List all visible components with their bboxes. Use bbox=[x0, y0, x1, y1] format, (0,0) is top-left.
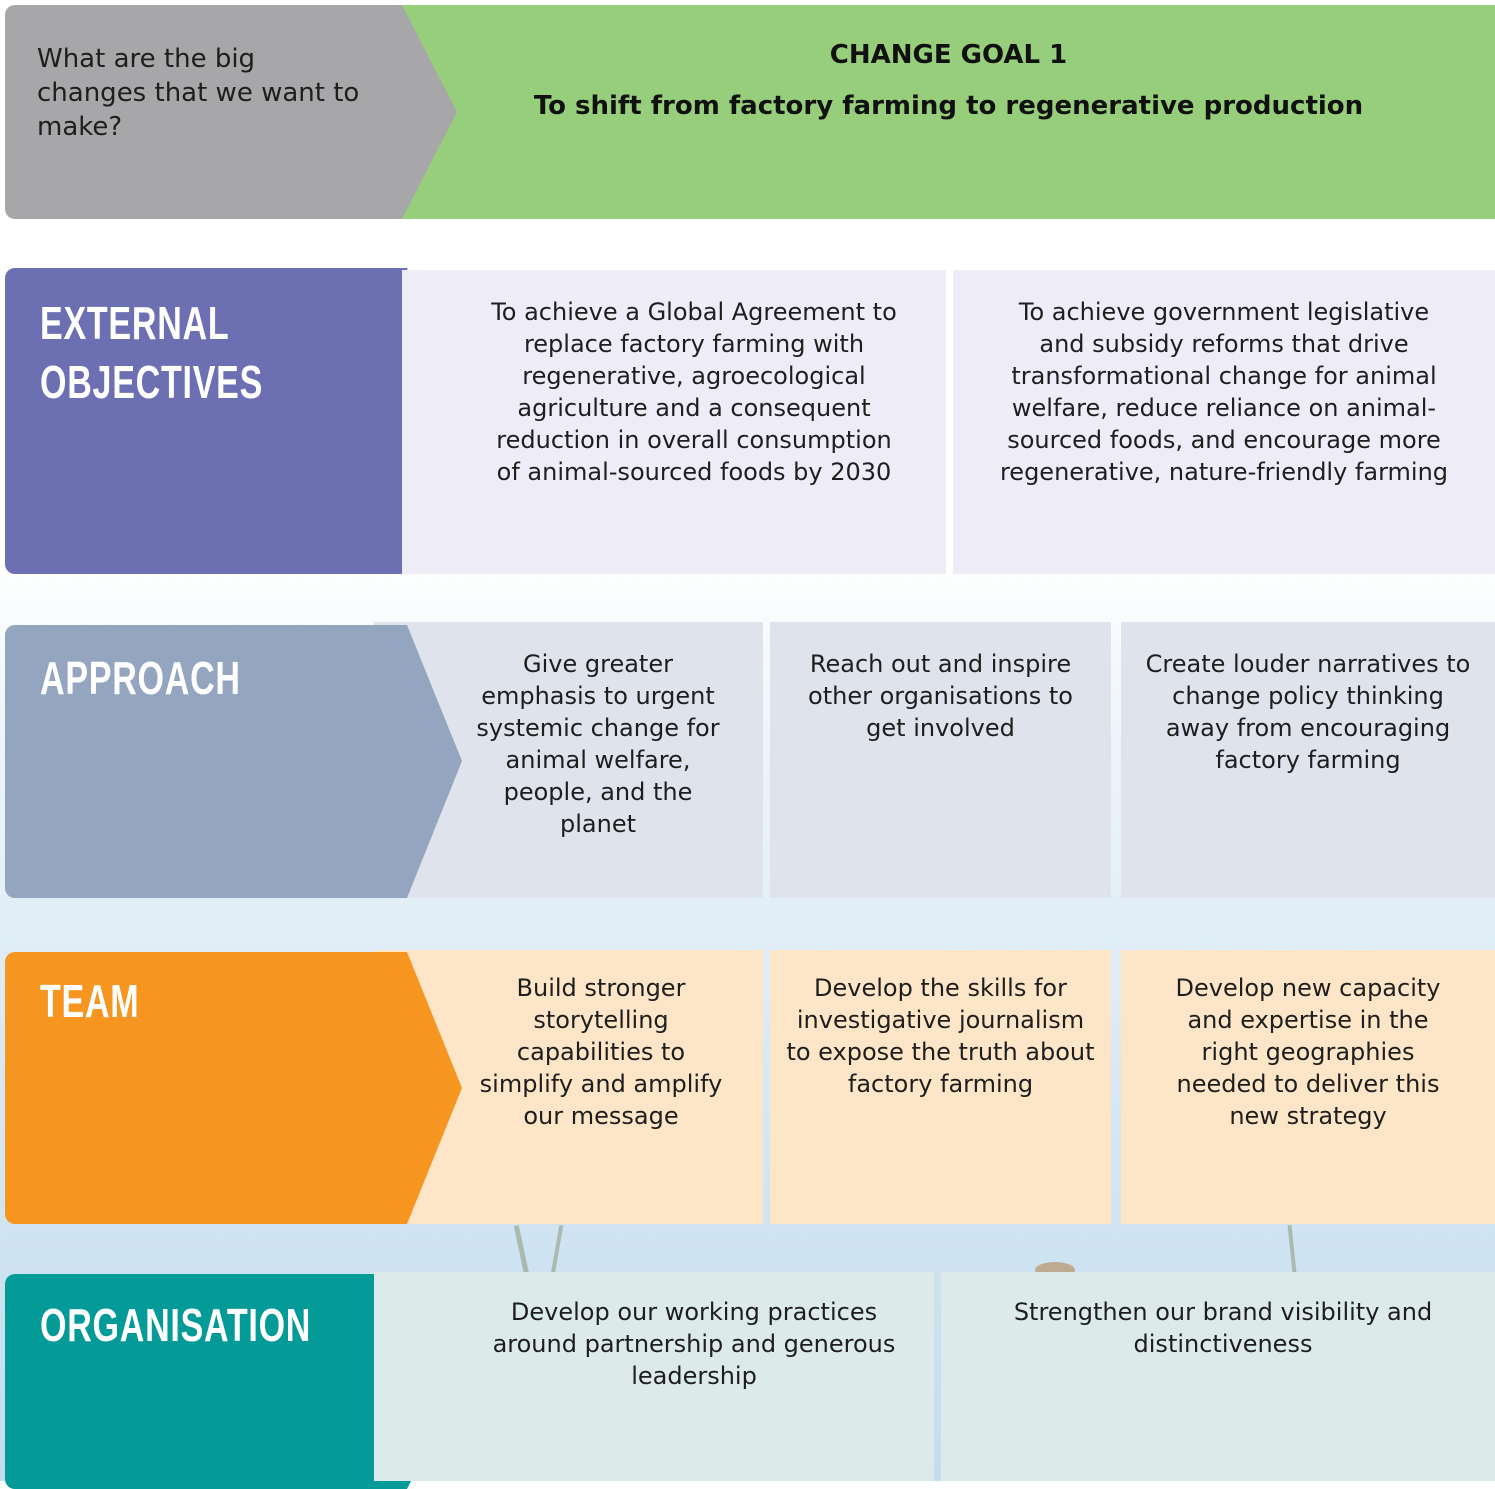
team-card: Develop new capacity and expertise in th… bbox=[1121, 950, 1495, 1224]
external-objectives-label-line1: EXTERNAL bbox=[40, 297, 230, 349]
team-text: Develop the skills for investigative jou… bbox=[786, 974, 1095, 1098]
background-stem bbox=[1287, 1224, 1297, 1274]
objective-card: To achieve government legislative and su… bbox=[953, 270, 1495, 574]
big-changes-question: What are the big changes that we want to… bbox=[37, 44, 360, 142]
change-goal-text: To shift from factory farming to regener… bbox=[533, 91, 1364, 121]
team-card: Develop the skills for investigative jou… bbox=[770, 950, 1111, 1224]
approach-arrow: APPROACH bbox=[5, 625, 462, 898]
approach-card: Create louder narratives to change polic… bbox=[1121, 622, 1495, 898]
question-arrow bbox=[5, 5, 462, 219]
organisation-label: ORGANISATION bbox=[40, 1299, 312, 1351]
organisation-text: Strengthen our brand visibility and dist… bbox=[1013, 1298, 1433, 1358]
team-label: TEAM bbox=[40, 975, 140, 1027]
team-arrow: TEAM bbox=[5, 952, 462, 1224]
external-objectives-arrow: EXTERNAL OBJECTIVES bbox=[5, 268, 462, 574]
approach-text: Create louder narratives to change polic… bbox=[1145, 650, 1471, 774]
team-card: Build stronger storytelling capabilities… bbox=[472, 950, 730, 1224]
organisation-text: Develop our working practices around par… bbox=[492, 1298, 896, 1390]
approach-card: Reach out and inspire other organisation… bbox=[770, 622, 1111, 898]
approach-text: Give greater emphasis to urgent systemic… bbox=[476, 650, 720, 838]
organisation-card: Develop our working practices around par… bbox=[374, 1272, 934, 1481]
objective-text: To achieve government legislative and su… bbox=[999, 298, 1449, 486]
approach-label: APPROACH bbox=[40, 652, 241, 704]
change-goal-panel bbox=[402, 5, 1495, 219]
team-text: Build stronger storytelling capabilities… bbox=[479, 974, 723, 1130]
team-text: Develop new capacity and expertise in th… bbox=[1175, 974, 1441, 1130]
approach-card: Give greater emphasis to urgent systemic… bbox=[462, 622, 734, 898]
objective-text: To achieve a Global Agreement to replace… bbox=[491, 298, 897, 486]
objective-card: To achieve a Global Agreement to replace… bbox=[402, 270, 946, 574]
background-stem bbox=[550, 1225, 564, 1275]
approach-text: Reach out and inspire other organisation… bbox=[808, 650, 1073, 742]
organisation-card: Strengthen our brand visibility and dist… bbox=[941, 1272, 1495, 1481]
change-goal-title: CHANGE GOAL 1 bbox=[829, 40, 1068, 70]
external-objectives-label-line2: OBJECTIVES bbox=[40, 356, 264, 408]
